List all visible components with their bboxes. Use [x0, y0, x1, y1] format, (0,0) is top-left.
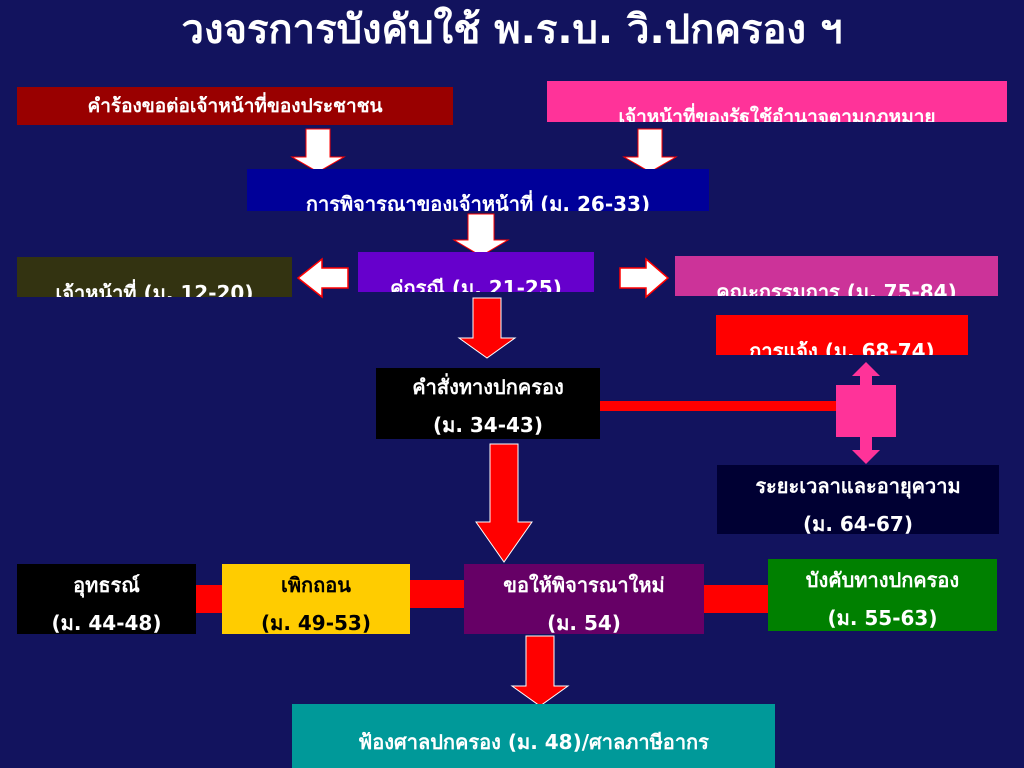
connector-appeal-revocation	[195, 585, 223, 613]
state-official-label: เจ้าหน้าที่ของรัฐใช้อำนาจตามกฎหมาย	[618, 106, 936, 122]
parties-box: คู่กรณี (ม. 21-25)	[358, 252, 594, 292]
appeal-label: อุทธรณ์	[73, 573, 140, 597]
appeal-box: อุทธรณ์ (ม. 44-48)	[17, 564, 196, 634]
admin-order-box: คำสั่งทางปกครอง (ม. 34-43)	[376, 368, 600, 439]
enforcement-label: บังคับทางปกครอง	[805, 568, 960, 592]
notification-box: การแจ้ง (ม. 68-74)	[716, 315, 968, 355]
reconsideration-box: ขอให้พิจารณาใหม่ (ม. 54)	[464, 564, 704, 634]
admin-order-section: (ม. 34-43)	[433, 413, 543, 437]
petition-box: คำร้องขอต่อเจ้าหน้าที่ของประชาชน	[17, 87, 453, 125]
timeframe-section: (ม. 64-67)	[803, 512, 913, 534]
connector-reconsideration-enforcement	[703, 585, 769, 613]
court-box: ฟ้องศาลปกครอง (ม. 48)/ศาลภาษีอากร	[292, 704, 775, 768]
arrow-to-official	[296, 257, 349, 299]
connector-order-to-notification	[598, 401, 838, 411]
pink-double-arrow	[852, 362, 880, 464]
arrow-parties-to-order	[457, 297, 517, 359]
appeal-section: (ม. 44-48)	[51, 611, 162, 634]
court-label: ฟ้องศาลปกครอง (ม. 48)/ศาลภาษีอากร	[358, 730, 709, 754]
enforcement-box: บังคับทางปกครอง (ม. 55-63)	[768, 559, 997, 631]
consideration-box: การพิจารณาของเจ้าหน้าที่ (ม. 26-33)	[247, 169, 709, 211]
diagram-title: วงจรการบังคับใช้ พ.ร.บ. วิ.ปกครอง ฯ	[181, 7, 843, 53]
revocation-section: (ม. 49-53)	[261, 611, 371, 634]
reconsideration-label: ขอให้พิจารณาใหม่	[503, 573, 665, 597]
admin-order-label: คำสั่งทางปกครอง	[412, 375, 564, 399]
notification-label: การแจ้ง (ม. 68-74)	[749, 339, 935, 355]
arrow-to-court	[510, 635, 570, 707]
arrow-petition-to-consideration	[290, 128, 346, 173]
consideration-label: การพิจารณาของเจ้าหน้าที่ (ม. 26-33)	[305, 192, 651, 211]
committee-label: คณะกรรมการ (ม. 75-84)	[716, 280, 957, 296]
state-official-box: เจ้าหน้าที่ของรัฐใช้อำนาจตามกฎหมาย	[547, 81, 1007, 122]
official-label: เจ้าหน้าที่ (ม. 12-20)	[55, 281, 254, 297]
enforcement-section: (ม. 55-63)	[827, 606, 938, 630]
revocation-label: เพิกถอน	[281, 573, 351, 597]
reconsideration-section: (ม. 54)	[547, 611, 621, 634]
timeframe-box: ระยะเวลาและอายุความ (ม. 64-67)	[717, 465, 999, 534]
committee-box: คณะกรรมการ (ม. 75-84)	[675, 256, 998, 296]
connector-revocation-reconsideration	[409, 580, 465, 608]
arrow-consideration-to-parties	[452, 213, 510, 257]
arrow-official-to-consideration	[622, 128, 678, 173]
arrow-order-to-reconsideration	[475, 443, 533, 563]
parties-label: คู่กรณี (ม. 21-25)	[390, 276, 562, 292]
official-box: เจ้าหน้าที่ (ม. 12-20)	[17, 257, 292, 297]
timeframe-label: ระยะเวลาและอายุความ	[755, 474, 961, 498]
petition-label: คำร้องขอต่อเจ้าหน้าที่ของประชาชน	[87, 95, 383, 117]
arrow-to-committee	[619, 257, 670, 299]
revocation-box: เพิกถอน (ม. 49-53)	[222, 564, 410, 634]
